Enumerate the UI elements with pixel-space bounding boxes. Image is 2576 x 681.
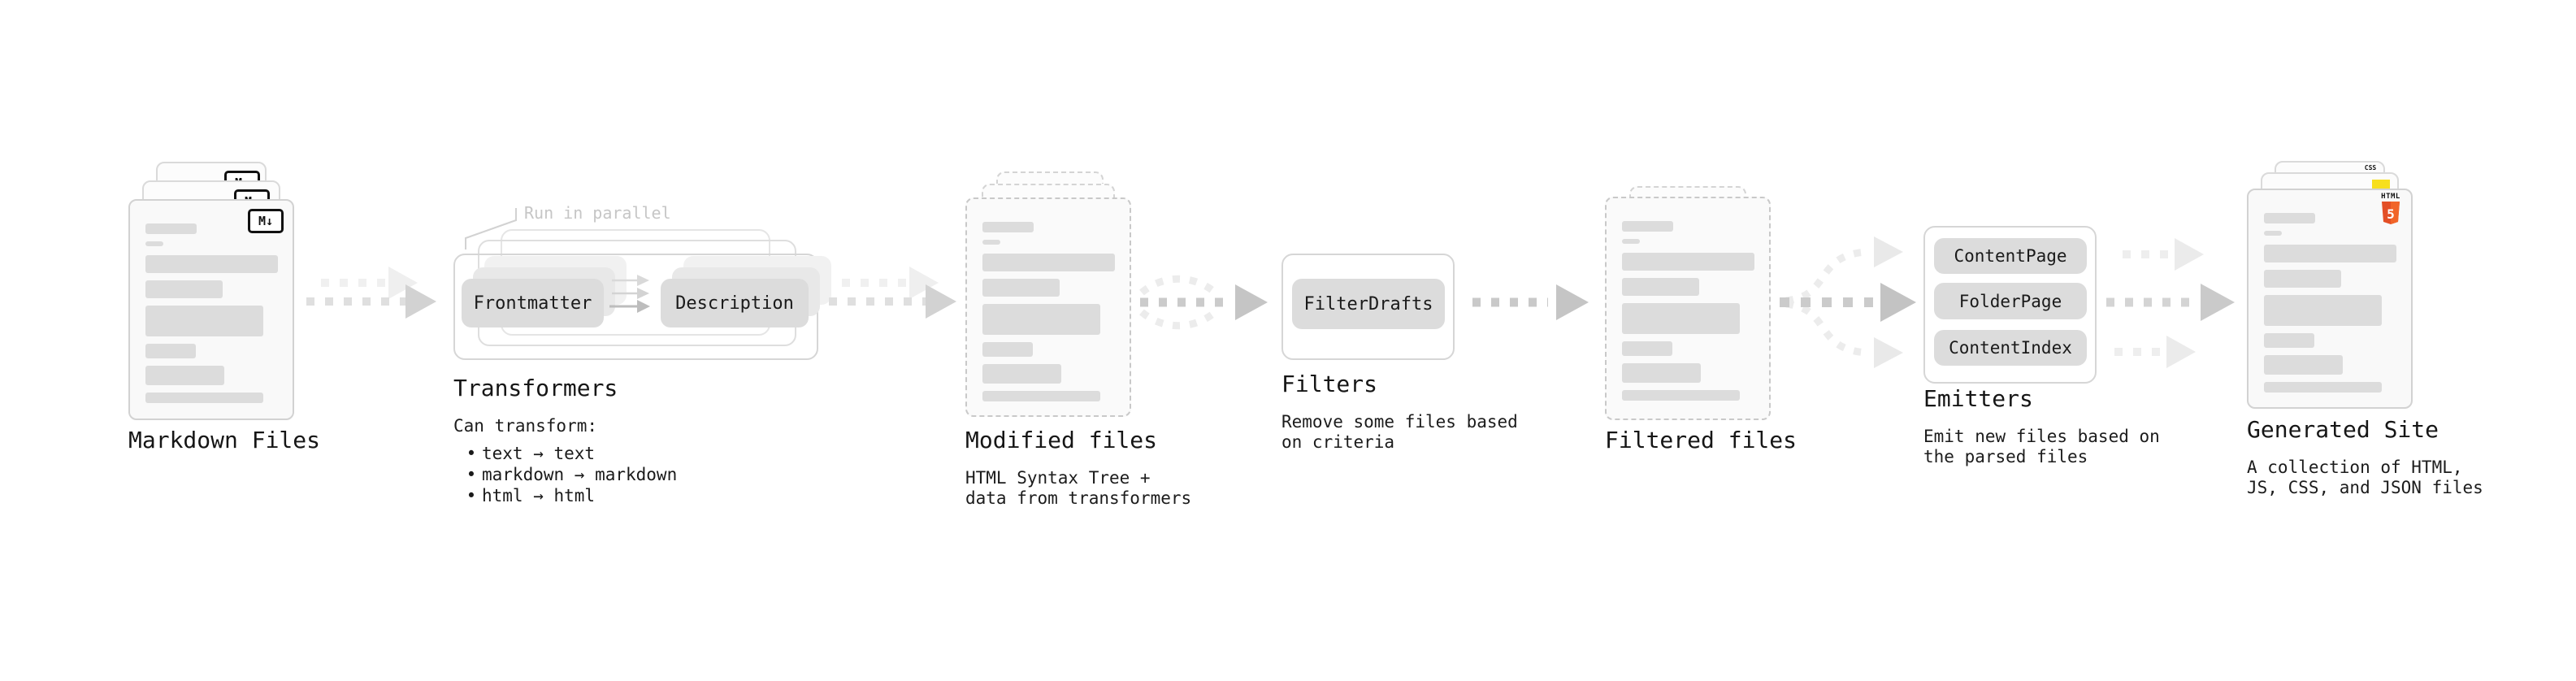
transformers-caption-title: Can transform: xyxy=(453,416,598,436)
generated-html-file-card: HTML 5 xyxy=(2247,189,2413,409)
filters-label: Filters xyxy=(1281,371,1378,397)
generated-site-label: Generated Site xyxy=(2247,416,2439,443)
svg-text:5: 5 xyxy=(2387,206,2395,222)
modified-file-card-front xyxy=(965,197,1131,417)
doc-placeholder-lines xyxy=(145,223,278,403)
description-pill: Description xyxy=(661,279,809,327)
flow-arrow-filters-to-filtered xyxy=(1472,284,1589,320)
filtered-file-card-front xyxy=(1605,197,1771,420)
markdown-file-card-front: M↓ xyxy=(128,199,294,420)
generated-site-caption: A collection of HTML, JS, CSS, and JSON … xyxy=(2247,458,2483,498)
contentindex-pill: ContentIndex xyxy=(1934,330,2087,366)
contentpage-pill: ContentPage xyxy=(1934,238,2087,274)
flow-arrow-filtered-to-emitters xyxy=(1780,236,1916,368)
frontmatter-pill: Frontmatter xyxy=(462,279,604,327)
filters-box xyxy=(1281,254,1455,360)
flow-arrow-markdown-to-transformers xyxy=(306,267,436,319)
transformers-bullet-list: •text → text •markdown → markdown •html … xyxy=(453,443,678,506)
modified-files-label: Modified files xyxy=(965,427,1158,453)
markdown-icon: M↓ xyxy=(248,209,284,233)
html5-icon: HTML 5 xyxy=(2380,193,2401,224)
markdown-files-label: Markdown Files xyxy=(128,427,321,453)
flow-arrow-transformers-to-modified xyxy=(829,267,956,319)
bullet-item: •markdown → markdown xyxy=(466,465,678,485)
bullet-item: •html → html xyxy=(466,486,596,506)
bullet-item: •text → text xyxy=(466,444,596,464)
emitters-caption: Emit new files based on the parsed files xyxy=(1923,427,2160,467)
doc-placeholder-lines xyxy=(982,222,1115,401)
modified-files-caption: HTML Syntax Tree + data from transformer… xyxy=(965,468,1192,509)
emitters-label: Emitters xyxy=(1923,385,2033,412)
run-in-parallel-annotation: Run in parallel xyxy=(524,203,671,223)
flow-arrow-modified-to-filters xyxy=(1139,275,1268,330)
emitters-box xyxy=(1923,226,2097,384)
doc-placeholder-lines xyxy=(1622,221,1754,401)
folderpage-pill: FolderPage xyxy=(1934,283,2087,319)
filtered-files-label: Filtered files xyxy=(1605,427,1798,453)
filterdrafts-pill: FilterDrafts xyxy=(1292,279,1445,329)
flow-arrow-emitters-to-generated xyxy=(2106,238,2235,368)
doc-placeholder-lines xyxy=(2264,213,2396,393)
transformers-label: Transformers xyxy=(453,375,618,401)
filters-caption: Remove some files based on criteria xyxy=(1281,412,1518,453)
javascript-icon xyxy=(2372,180,2390,189)
